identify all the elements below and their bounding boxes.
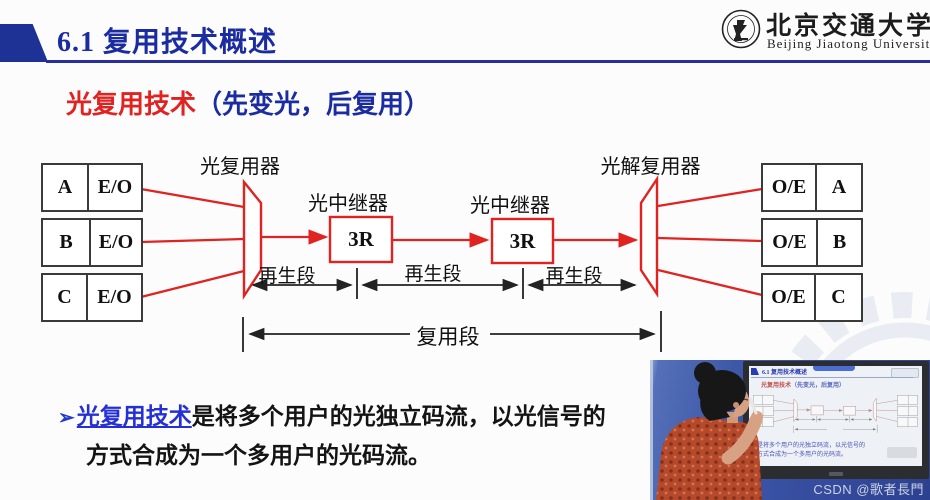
university-name-en: Beijing Jiaotong University (767, 36, 930, 51)
channel-box-c-rx: O/E C (762, 274, 862, 321)
repeater-label-1: 光中继器 (308, 193, 388, 215)
channel-box-c-tx: C E/O (42, 274, 142, 321)
oe-converter-label: O/E (771, 286, 806, 308)
regen-label-2: 再生段 (404, 264, 462, 285)
channel-label: B (59, 231, 73, 253)
channel-box-a-rx: O/E A (762, 164, 862, 211)
university-name-cn: 北京交通大学 (766, 13, 930, 40)
header-divider (46, 60, 930, 63)
subtitle-paren: （先变光，后复用） (196, 90, 431, 119)
definition-line-1: ➢光复用技术是将多个用户的光独立码流，以光信号的 (58, 398, 658, 437)
mini-subtitle-term: 光复用技术 (761, 383, 792, 389)
mux-label: 光复用器 (200, 156, 280, 178)
slide-subtitle: 光复用技术（先变光，后复用） (66, 84, 430, 121)
channel-label: B (832, 231, 847, 253)
eo-converter-label: E/O (97, 286, 132, 308)
watermark-text: CSDN @歌者長門 (813, 482, 924, 497)
channel-box-b-tx: B E/O (42, 219, 142, 266)
channel-label: A (57, 176, 73, 198)
mini-text-line-1: 是将多个用户的光独立码流，以光信号的 (757, 443, 866, 449)
video-left-edge (650, 360, 653, 500)
regen-label-1: 再生段 (258, 266, 316, 287)
definition-paragraph: ➢光复用技术是将多个用户的光独立码流，以光信号的 方式合成为一个多用户的光码流。 (58, 398, 658, 474)
definition-line-2: 方式合成为一个多用户的光码流。 (86, 442, 431, 468)
header-accent-shape (0, 24, 48, 62)
eo-converter-label: E/O (98, 231, 134, 253)
mini-pill (813, 366, 855, 371)
mini-subtitle-paren: （先变光，后复用） (791, 383, 846, 389)
definition-text-1: 是将多个用户的光独立码流，以光信号的 (191, 403, 606, 429)
page-title: 6.1 复用技术概述 (57, 27, 278, 58)
mux-section-label: 复用段 (416, 325, 480, 349)
channel-box-b-rx: O/E B (762, 219, 862, 266)
presentation-display: 6.1 复用技术概述 光复用技术（先变光，后复用） 是将多个用户的光独立码流，以… (743, 361, 929, 479)
definition-term-link[interactable]: 光复用技术 (76, 403, 192, 429)
channel-label: C (831, 286, 846, 308)
repeater-label-2: 光中继器 (470, 195, 550, 217)
presenter-figure (656, 362, 763, 500)
mini-subtitle: 光复用技术（先变光，后复用） (761, 380, 845, 389)
mini-header-accent (751, 368, 759, 375)
repeater-box-1: 3R (348, 227, 374, 251)
mini-slide-title: 6.1 复用技术概述 (762, 370, 808, 376)
eo-converter-label: E/O (97, 176, 133, 198)
bullet-arrow-icon: ➢ (58, 407, 75, 429)
lecturer-video-overlay[interactable]: 6.1 复用技术概述 光复用技术（先变光，后复用） 是将多个用户的光独立码流，以… (650, 360, 930, 500)
display-screen: 6.1 复用技术概述 光复用技术（先变光，后复用） 是将多个用户的光独立码流，以… (749, 366, 922, 466)
channel-label: A (831, 176, 847, 198)
demux-label: 光解复用器 (600, 156, 701, 178)
university-seal-icon (721, 9, 761, 49)
channel-box-a-tx: A E/O (42, 164, 142, 211)
subtitle-term: 光复用技术 (66, 90, 197, 119)
display-brand-mark (829, 472, 843, 476)
oe-converter-label: O/E (771, 176, 807, 198)
mini-button (887, 447, 917, 458)
repeater-box-2: 3R (509, 228, 536, 253)
mini-header-divider (751, 377, 913, 378)
regen-label-3: 再生段 (545, 266, 603, 287)
oe-converter-label: O/E (772, 231, 807, 253)
channel-label: C (57, 286, 72, 308)
mini-text-line-2: 方式合成为一个多用户的光码流。 (757, 452, 848, 458)
